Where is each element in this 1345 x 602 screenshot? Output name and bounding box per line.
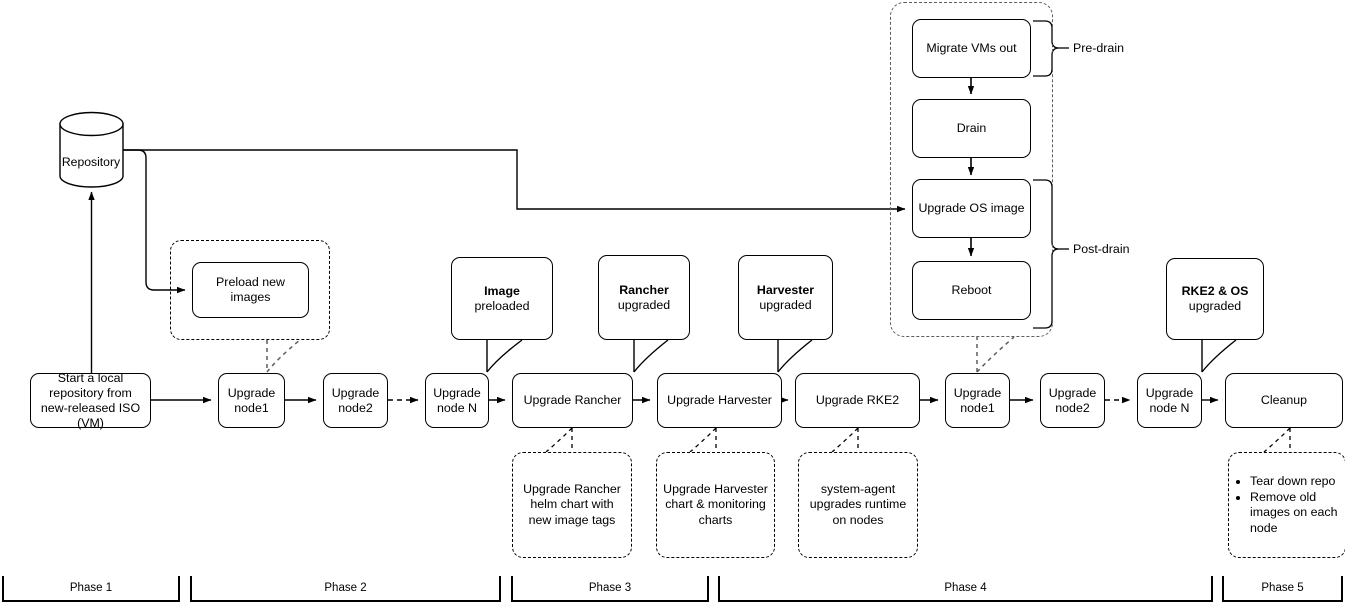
node-cleanup[interactable]: Cleanup xyxy=(1225,373,1343,428)
node-upgrade-cluster-container xyxy=(890,2,1053,337)
callout-image-preloaded: Image preloaded xyxy=(451,257,553,340)
callout-image-preloaded-rest: preloaded xyxy=(474,298,530,313)
node-upgrade-rancher[interactable]: Upgrade Rancher xyxy=(512,373,633,428)
callout-rke2-os-upgraded: RKE2 & OS upgraded xyxy=(1166,258,1264,340)
phase-bar-1: Phase 1 xyxy=(2,576,180,602)
repository-label: Repository xyxy=(61,155,121,169)
callout-tail-rke2-note xyxy=(831,427,859,453)
node-migrate-vms-out[interactable]: Migrate VMs out xyxy=(912,19,1031,78)
phase-bar-2: Phase 2 xyxy=(190,576,501,602)
node-preload-new-images[interactable]: Preload new images xyxy=(192,262,309,318)
callout-rancher-bold: Rancher xyxy=(619,282,669,297)
node-upgrade-node1-phase4[interactable]: Upgrade node1 xyxy=(945,373,1010,428)
phase-bar-4: Phase 4 xyxy=(718,576,1213,602)
preload-group-container xyxy=(170,240,330,340)
callout-tail-rancher-note xyxy=(545,427,573,453)
repository-cylinder-icon xyxy=(59,111,124,188)
post-drain-label: Post-drain xyxy=(1073,242,1130,256)
pre-drain-label: Pre-drain xyxy=(1073,41,1124,55)
node-upgrade-nodeN-phase4[interactable]: Upgrade node N xyxy=(1137,373,1202,428)
callout-rancher-rest: upgraded xyxy=(617,297,671,312)
callout-image-preloaded-bold: Image xyxy=(484,283,520,298)
callout-harvester-rest: upgraded xyxy=(759,297,812,312)
node-upgrade-nodeN-phase2[interactable]: Upgrade node N xyxy=(425,373,489,428)
callout-rke2-os-bold: RKE2 & OS xyxy=(1181,284,1249,298)
callout-tail-harvester-note xyxy=(689,427,717,453)
callout-tail-node-upgrade-cluster xyxy=(976,336,1015,373)
note-rke2: system-agent upgrades runtime on nodes xyxy=(798,452,918,558)
callout-tail-preload-group xyxy=(266,339,301,373)
callout-tail-image-preloaded xyxy=(486,339,523,373)
callout-harvester-upgraded: Harvester upgraded xyxy=(738,255,833,340)
callout-rke2-os-rest: upgraded xyxy=(1188,299,1242,313)
note-harvester: Upgrade Harvester chart & monitoring cha… xyxy=(656,452,775,558)
node-upgrade-rke2[interactable]: Upgrade RKE2 xyxy=(795,373,920,428)
node-reboot[interactable]: Reboot xyxy=(912,261,1031,320)
phase-bar-5: Phase 5 xyxy=(1222,576,1343,602)
note-cleanup: Tear down repo Remove old images on each… xyxy=(1228,452,1345,558)
node-upgrade-node2-phase4[interactable]: Upgrade node2 xyxy=(1040,373,1105,428)
callout-harvester-bold: Harvester xyxy=(756,282,815,297)
cleanup-bullet-1: Tear down repo xyxy=(1250,474,1339,490)
node-upgrade-node2-phase2[interactable]: Upgrade node2 xyxy=(323,373,388,428)
callout-tail-harvester xyxy=(777,339,813,373)
cleanup-bullet-2: Remove old images on each node xyxy=(1250,490,1339,537)
callout-tail-rke2-os xyxy=(1201,339,1237,373)
note-rancher: Upgrade Rancher helm chart with new imag… xyxy=(512,452,632,558)
node-drain[interactable]: Drain xyxy=(912,99,1031,158)
callout-tail-rancher xyxy=(633,339,669,373)
phase-bar-3: Phase 3 xyxy=(511,576,709,602)
node-upgrade-harvester[interactable]: Upgrade Harvester xyxy=(657,373,782,428)
callout-rancher-upgraded: Rancher upgraded xyxy=(598,255,690,340)
node-upgrade-os-image[interactable]: Upgrade OS image xyxy=(912,179,1031,238)
node-start-local-repo[interactable]: Start a local repository from new-releas… xyxy=(30,371,151,430)
callout-tail-cleanup-note xyxy=(1263,427,1291,453)
node-upgrade-node1-phase2[interactable]: Upgrade node1 xyxy=(218,373,285,428)
